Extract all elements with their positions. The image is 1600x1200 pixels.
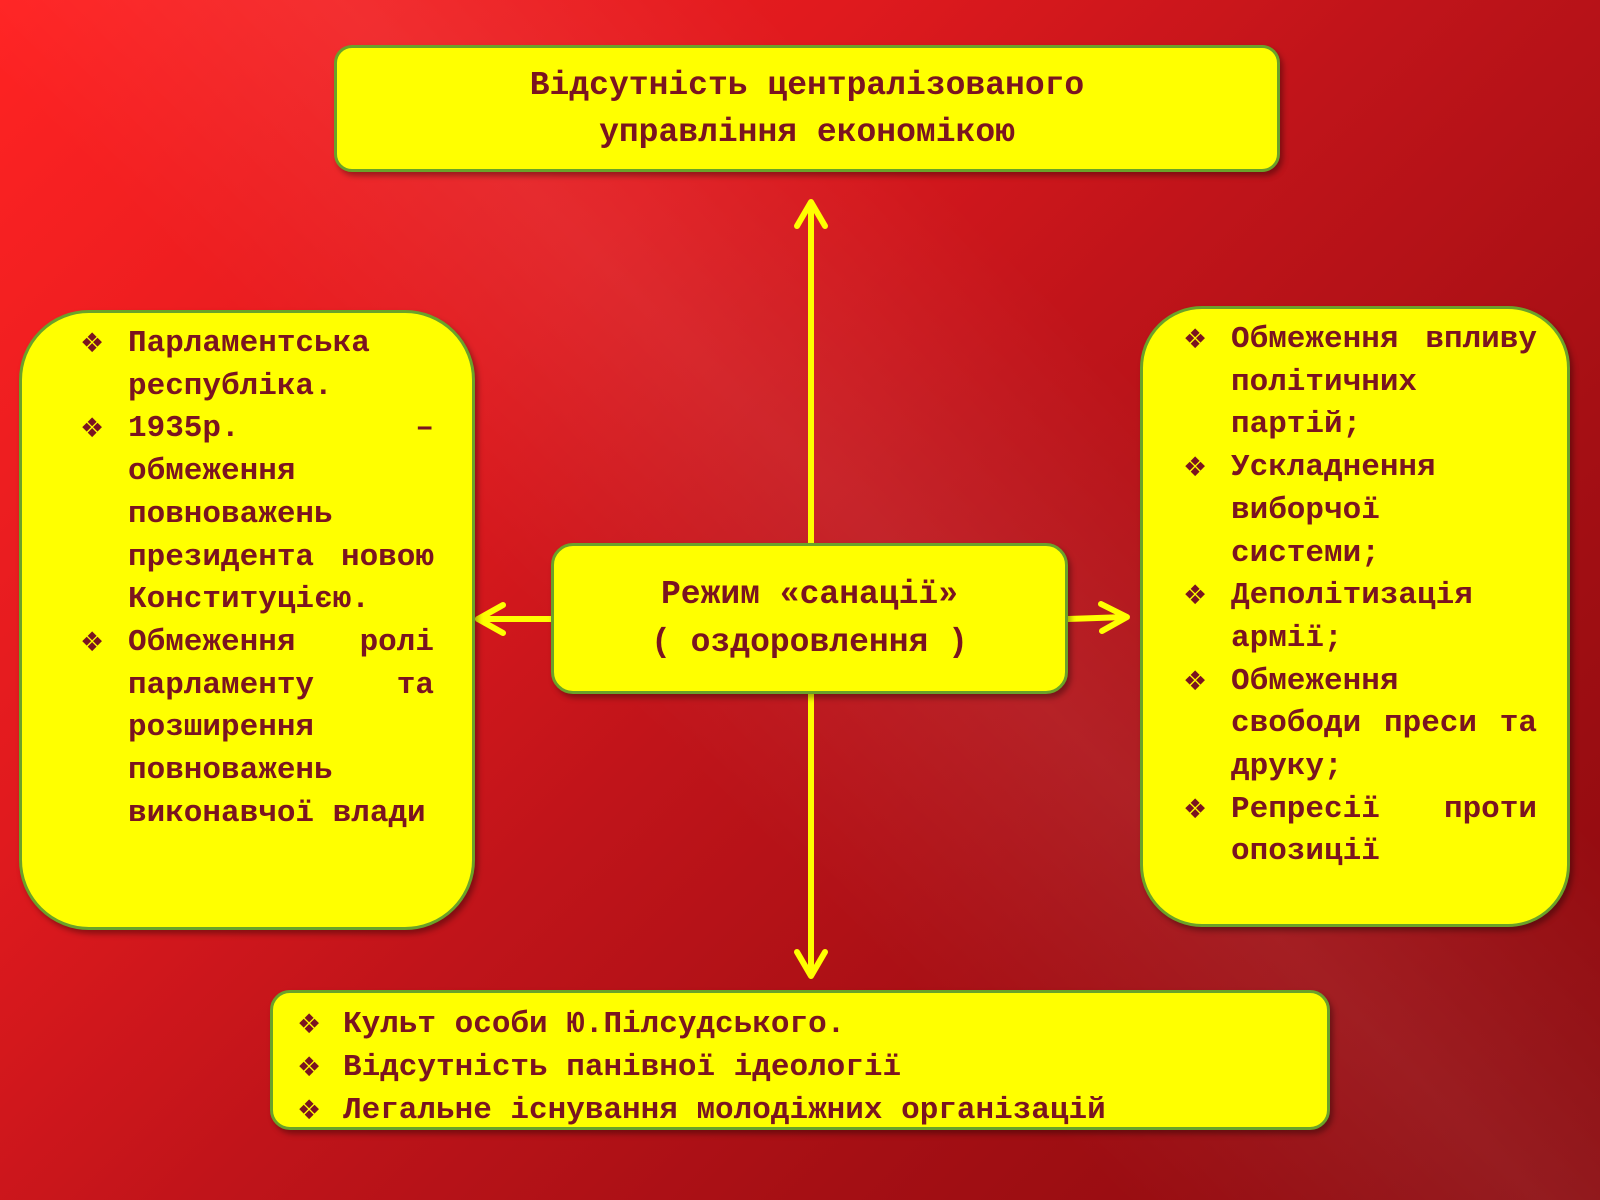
arrow-down-head (794, 949, 828, 979)
restrictions-box: ❖Обмеження впливу політичних партій; ❖Ус… (1140, 306, 1570, 927)
list-item: ❖Ускладнення виборчої системи; (1183, 447, 1537, 575)
political-system-box: ❖Парламентська республіка. ❖1935р. – обм… (19, 310, 475, 930)
arrow-right-line (1065, 614, 1129, 622)
arrow-up-head (794, 199, 828, 229)
diamond-bullet-icon: ❖ (1183, 452, 1208, 484)
list-item: ❖Легальне існування молодіжних організац… (297, 1089, 1307, 1132)
diamond-bullet-icon: ❖ (1183, 793, 1208, 825)
arrow-right-head (1098, 601, 1130, 634)
list-item: ❖Культ особи Ю.Пілсудського. (297, 1003, 1307, 1046)
economy-box: Відсутність централізованого управління … (334, 45, 1280, 172)
list-item: ❖Репресії проти опозиції (1183, 789, 1537, 874)
list-item: ❖Обмеження впливу політичних партій; (1183, 319, 1537, 447)
list-item: ❖Відсутність панівної ідеології (297, 1046, 1307, 1089)
list-item: ❖Обмеження ролі парламенту та розширення… (80, 622, 434, 836)
center-title: Режим «санації» (660, 575, 959, 613)
economy-box-line-2: управління економікою (599, 113, 1015, 151)
list-item: ❖Парламентська республіка. (80, 323, 434, 408)
diamond-bullet-icon: ❖ (80, 626, 105, 658)
economy-box-line-1: Відсутність централізованого (529, 66, 1085, 104)
diamond-bullet-icon: ❖ (1183, 324, 1208, 355)
list-item: ❖Деполітизація армії; (1183, 575, 1537, 660)
diamond-bullet-icon: ❖ (297, 1095, 322, 1126)
diamond-bullet-icon: ❖ (297, 1009, 322, 1040)
sanation-regime-box: Режим «санації» ( оздоровлення ) (551, 543, 1068, 694)
diamond-bullet-icon: ❖ (80, 328, 105, 359)
diamond-bullet-icon: ❖ (1183, 580, 1208, 612)
arrow-left-head (475, 602, 506, 636)
list-item: ❖Обмеження свободи преси та друку; (1183, 661, 1537, 789)
center-subtitle: ( оздоровлення ) (651, 623, 968, 661)
list-item: ❖1935р. – обмеження повноважень президен… (80, 408, 434, 622)
diamond-bullet-icon: ❖ (80, 413, 105, 445)
ideology-box: ❖Культ особи Ю.Пілсудського. ❖Відсутніст… (270, 990, 1330, 1130)
diamond-bullet-icon: ❖ (1183, 665, 1208, 697)
diamond-bullet-icon: ❖ (297, 1052, 322, 1083)
